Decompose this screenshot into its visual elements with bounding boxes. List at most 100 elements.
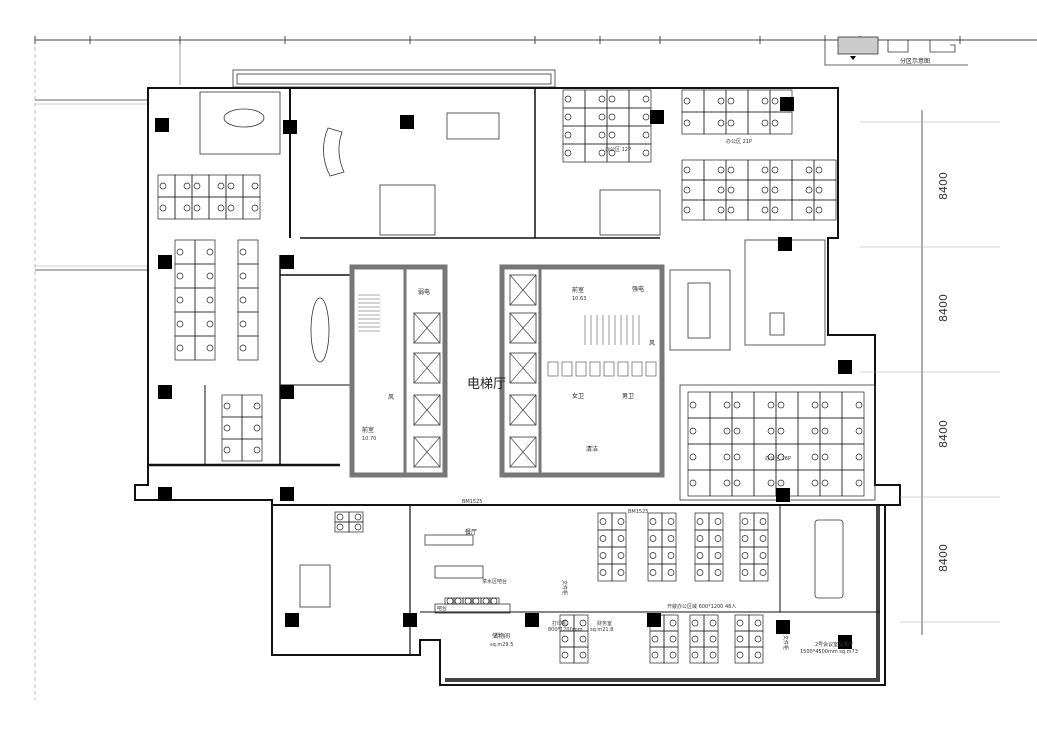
desk <box>681 111 705 135</box>
desk <box>462 597 473 605</box>
toilet-stall <box>561 361 573 377</box>
chair-icon <box>649 535 657 542</box>
chair-icon <box>714 569 722 576</box>
desk <box>725 159 749 181</box>
desk <box>237 263 259 289</box>
elevator <box>509 394 537 426</box>
chair-icon <box>709 651 717 659</box>
desk <box>703 646 719 664</box>
desk <box>208 196 227 220</box>
toilet-stall <box>575 361 587 377</box>
female-wc-label: 女卫 <box>572 392 584 400</box>
desk <box>797 417 821 445</box>
chair-icon <box>689 427 697 435</box>
chair-icon <box>811 453 819 461</box>
chair-icon <box>223 424 231 432</box>
chair-icon <box>723 479 731 487</box>
column <box>280 487 294 501</box>
desk <box>708 563 724 582</box>
chair-icon <box>642 149 650 157</box>
desk <box>747 111 771 135</box>
chair-icon <box>727 119 735 127</box>
desk <box>471 597 482 605</box>
chair-icon <box>761 119 769 127</box>
desk <box>237 239 259 265</box>
chair-icon <box>183 204 191 212</box>
desk <box>444 597 455 605</box>
elevator-cross <box>413 352 441 384</box>
chair-icon <box>561 635 569 643</box>
chair-icon <box>767 427 775 435</box>
chair-icon <box>759 518 767 525</box>
elevator <box>413 312 441 344</box>
chair-icon <box>617 569 625 576</box>
anteroom-right-area: 10.63 <box>572 296 586 302</box>
desk <box>194 311 216 337</box>
chair-icon <box>727 166 735 174</box>
desk <box>769 111 793 135</box>
chair-icon <box>336 523 344 531</box>
desk <box>709 469 733 497</box>
chair-icon <box>599 569 607 576</box>
chair-icon <box>651 651 659 659</box>
desk <box>194 287 216 313</box>
chair-icon <box>689 479 697 487</box>
dimension-label: 8400 <box>937 294 950 322</box>
chair-icon <box>651 635 659 643</box>
desk <box>791 159 815 181</box>
chair-icon <box>598 131 606 139</box>
file-cabinet-label: 文件柜 <box>561 580 568 595</box>
desk <box>611 563 627 582</box>
desk <box>174 239 196 265</box>
chair-icon <box>777 453 785 461</box>
desk <box>813 199 837 221</box>
elevator <box>413 352 441 384</box>
elevator-cross <box>509 274 537 306</box>
column <box>780 97 794 111</box>
desk <box>747 199 771 221</box>
chair-icon <box>761 186 769 194</box>
printer-label: 打印机 <box>552 620 567 627</box>
chair-icon <box>811 427 819 435</box>
male-wc-label: 男卫 <box>622 393 634 400</box>
shaft-label-right: 风 <box>649 340 655 347</box>
chair-icon <box>217 182 225 190</box>
chair-icon <box>176 272 184 280</box>
elevator-cross <box>413 436 441 468</box>
chair-icon <box>608 131 616 139</box>
elevator-cross <box>509 394 537 426</box>
file-cabinet-label-2: 文件柜 <box>782 635 789 650</box>
column <box>280 385 294 399</box>
chair-icon <box>649 518 657 525</box>
room-labels: BM1525 BM1525 餐厅 茶水区吧台 吧台 储物间 sq.m29.5 打… <box>437 138 858 655</box>
dimension-label: 8400 <box>937 420 950 448</box>
chair-icon <box>223 446 231 454</box>
desk <box>725 111 749 135</box>
desk <box>769 179 793 201</box>
chair-icon <box>608 149 616 157</box>
legend-label: 分区示意图 <box>900 57 930 65</box>
column <box>400 115 414 129</box>
chair-icon <box>667 535 675 542</box>
desk <box>606 125 630 145</box>
chair-icon <box>683 119 691 127</box>
elevator-cross <box>413 394 441 426</box>
toilet-stall <box>631 361 643 377</box>
chair-icon <box>253 424 261 432</box>
desk <box>703 159 727 181</box>
desk <box>584 125 608 145</box>
chair-icon <box>223 402 231 410</box>
desk <box>797 469 821 497</box>
chair-icon <box>767 401 775 409</box>
desk <box>628 125 652 145</box>
chair-icon <box>464 597 472 605</box>
chair-icon <box>642 131 650 139</box>
desk <box>241 394 263 418</box>
desk <box>174 196 193 220</box>
chair-icon <box>815 186 823 194</box>
desk <box>753 391 777 419</box>
desk <box>709 391 733 419</box>
chair-icon <box>183 182 191 190</box>
chair-icon <box>239 320 247 328</box>
